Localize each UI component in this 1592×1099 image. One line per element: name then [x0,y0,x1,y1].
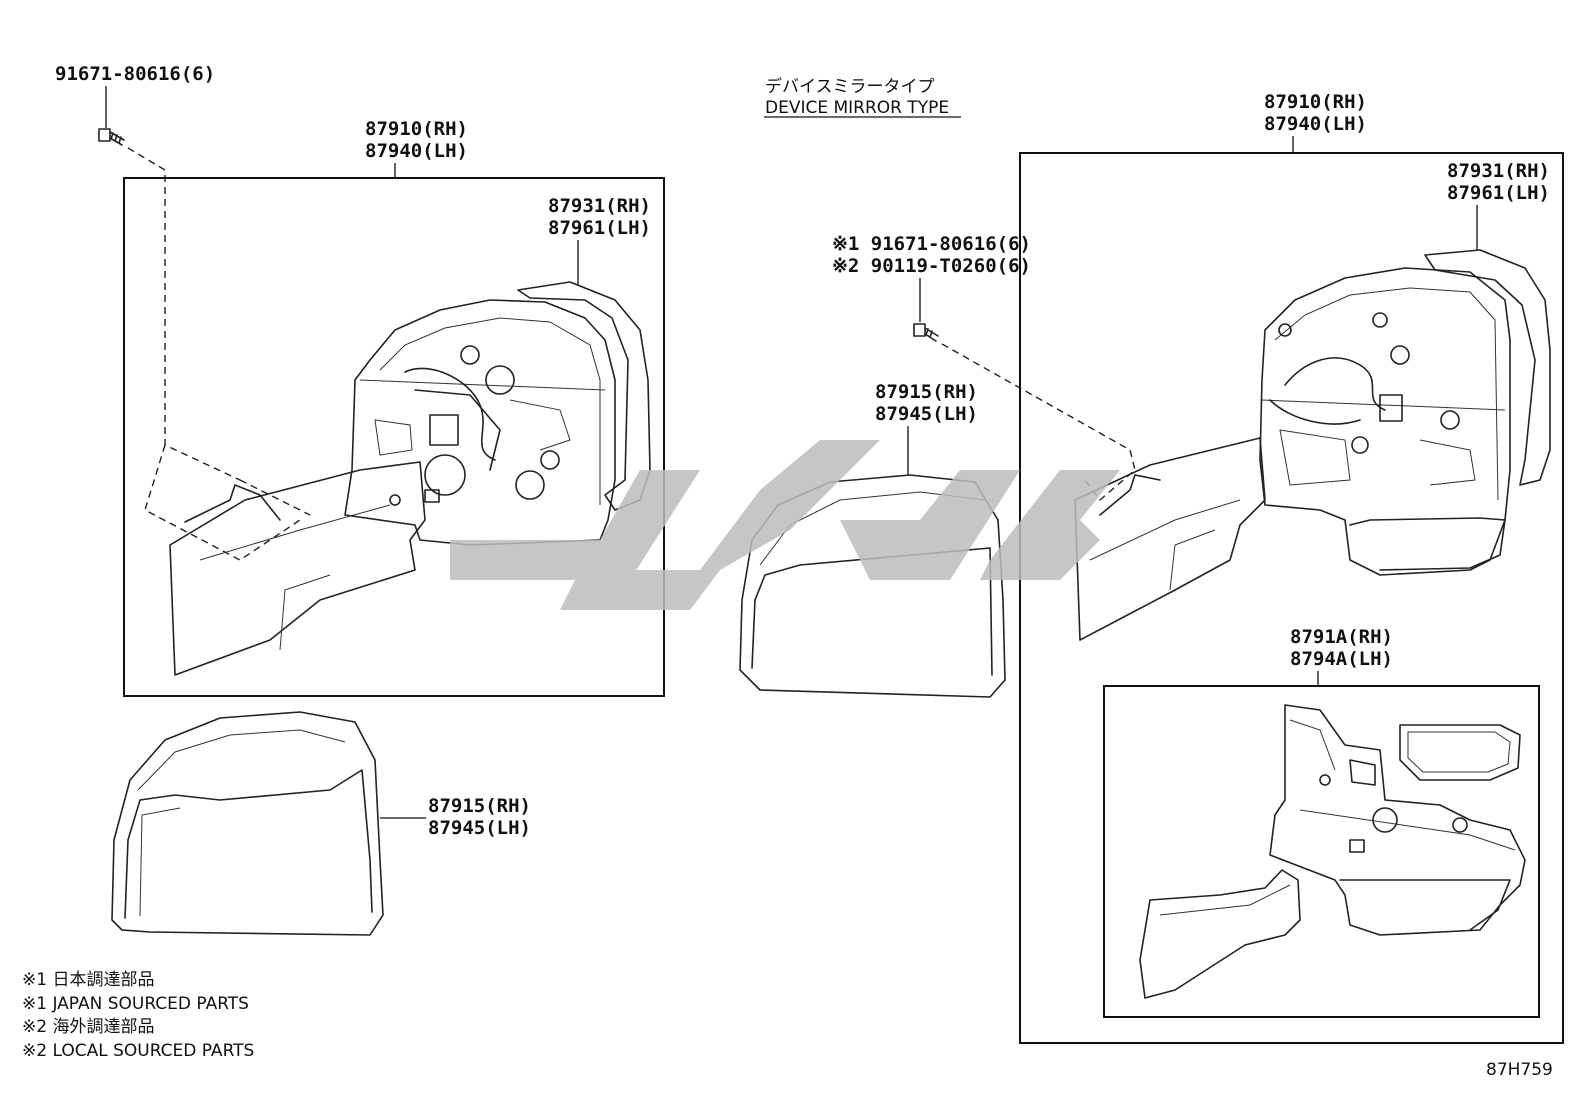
diagram-code: 87H759 [1486,1060,1553,1080]
left-housing-label-rh[interactable]: 87931(RH) [548,195,651,217]
screw-icon [98,128,125,146]
note-2-jp: ※2 海外調達部品 [22,1017,154,1037]
left-cover-label-rh[interactable]: 87915(RH) [428,795,531,817]
middle-screw-label-2[interactable]: ※2 90119-T0260(6) [832,255,1031,277]
screw-icon [913,323,939,342]
note-1-jp: ※1 日本調達部品 [22,970,154,990]
note-1-en: ※1 JAPAN SOURCED PARTS [22,994,249,1014]
left-housing-label-lh[interactable]: 87961(LH) [548,217,651,239]
left-cover-label-lh[interactable]: 87945(LH) [428,817,531,839]
right-subassembly-drawing [1139,704,1526,999]
middle-screw-label-1[interactable]: ※1 91671-80616(6) [832,233,1031,255]
device-type-jp: デバイスミラータイプ [765,76,935,97]
left-assembly-label-lh[interactable]: 87940(LH) [365,140,468,162]
middle-cover-label-rh[interactable]: 87915(RH) [875,381,978,403]
watermark-logo [450,440,1120,610]
left-screw-label[interactable]: 91671-80616(6) [55,63,215,85]
right-assembly-label-rh[interactable]: 87910(RH) [1264,91,1367,113]
middle-cover-label-lh[interactable]: 87945(LH) [875,403,978,425]
note-2-en: ※2 LOCAL SOURCED PARTS [22,1041,254,1061]
left-assembly-box [123,177,665,697]
right-housing-label-rh[interactable]: 87931(RH) [1447,160,1550,182]
right-subassembly-label-lh[interactable]: 8794A(LH) [1290,648,1393,670]
left-mirror-assembly-drawing [169,281,651,676]
device-type-en: DEVICE MIRROR TYPE [765,98,949,118]
right-housing-label-lh[interactable]: 87961(LH) [1447,182,1550,204]
right-assembly-box [1019,152,1564,1044]
left-group: 91671-80616(6) 87910(RH) 87940(LH) 87931… [55,63,665,936]
legend-notes: ※1 日本調達部品 ※1 JAPAN SOURCED PARTS ※2 海外調達… [22,970,254,1061]
middle-group: デバイスミラータイプ DEVICE MIRROR TYPE ※1 91671-8… [739,76,1136,698]
right-subassembly-label-rh[interactable]: 8791A(RH) [1290,626,1393,648]
right-subassembly-box [1103,685,1540,1018]
right-group: 87910(RH) 87940(LH) 87931(RH) 87961(LH) [1019,91,1564,1044]
left-cover-drawing [111,711,384,936]
left-assembly-label-rh[interactable]: 87910(RH) [365,118,468,140]
right-mirror-assembly-drawing [1074,249,1551,641]
right-assembly-label-lh[interactable]: 87940(LH) [1264,113,1367,135]
